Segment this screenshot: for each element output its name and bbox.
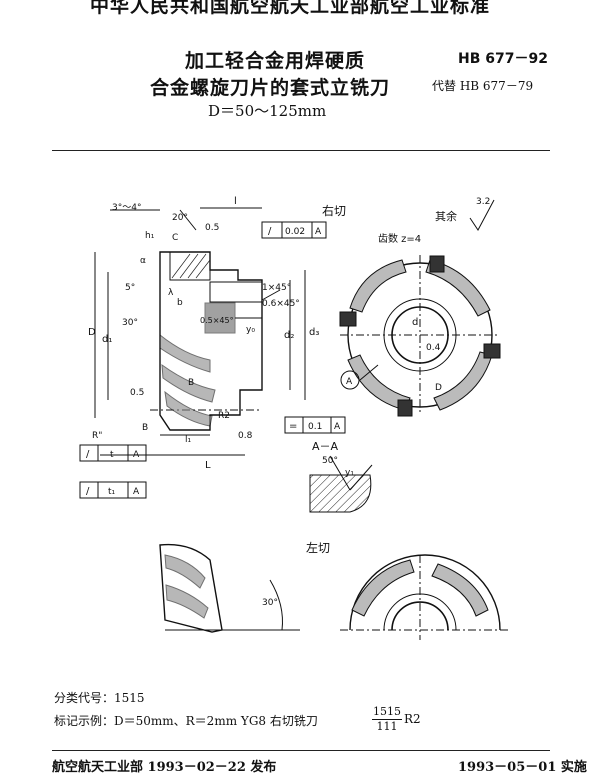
dim-08-label: 0.8 [238, 431, 253, 441]
dim-05b-label: 0.5 [130, 388, 144, 398]
angle-0: 3°～4° [112, 203, 141, 213]
effective-date: 1993－05－01 实施 [458, 760, 587, 775]
dim-d1-label: d₁ [102, 334, 112, 345]
dim-05-label: 0.5 [205, 223, 219, 233]
left-hand-end-view-outer [349, 554, 501, 631]
dim-c-label: C [172, 233, 178, 243]
document-size-range: D＝50～125mm [208, 102, 327, 120]
tol-frame-3-datum [127, 444, 147, 462]
label-roughness-value: 3.2 [476, 197, 490, 207]
dim-B2-label: B [142, 423, 148, 433]
dim-D-label: D [88, 327, 96, 338]
angle-2: 5° [125, 283, 135, 293]
label-roughness-other: 其余 [435, 209, 457, 223]
blade-tip-1 [429, 255, 445, 273]
helical-blade-2 [161, 363, 216, 403]
roughness-symbol [469, 199, 495, 231]
marker-A-label: A [346, 377, 353, 387]
end-view-flute-1 [425, 259, 491, 317]
helical-blade-3 [164, 390, 213, 427]
dim-B1-label: B [188, 378, 194, 388]
tol3-sym: / [86, 449, 90, 460]
angle-7: 50° [322, 456, 338, 466]
tol4-sym: / [86, 486, 90, 497]
standard-code: HB 677－92 [458, 51, 548, 67]
dim-D-arrow-label: D [435, 383, 442, 393]
brazed-blade-top [169, 251, 211, 281]
footer-rule [52, 750, 550, 751]
marking-fraction: 1515 111 [372, 705, 402, 734]
marking-example: 标记示例：D＝50mm、R＝2mm YG8 右切铣刀 [54, 714, 318, 728]
label-left-hand: 左切 [306, 540, 330, 555]
dim-d3-label: d₃ [309, 327, 319, 338]
bore-upper [209, 281, 263, 303]
dim-04-label: 0.4 [426, 343, 441, 353]
dim-y1-label: y₁ [345, 468, 354, 478]
dim-R2-label: R2 [218, 411, 230, 421]
label-section-aa: A－A [312, 440, 339, 453]
dim-L-label: L [205, 460, 211, 471]
tol3-datum: A [133, 450, 140, 460]
dim-l1-label: l₁ [185, 435, 192, 445]
end-view-flute-4 [349, 259, 407, 313]
cutter-body-outline [159, 251, 263, 431]
dim-d-label: d [412, 317, 418, 328]
dim-alpha-label: α [140, 256, 146, 266]
tol1-sym: / [268, 226, 272, 237]
fraction-suffix: R2 [404, 712, 421, 726]
document-title-line2: 合金螺旋刀片的套式立铣刀 [150, 77, 391, 99]
angle-8: 30° [262, 598, 278, 608]
tol2-val: 0.1 [308, 422, 322, 432]
angle-3: 30° [122, 318, 138, 328]
tol-frame-1-symbol [261, 221, 283, 239]
blade-tip-4 [339, 311, 357, 327]
dim-lambda-label: λ [168, 288, 174, 298]
end-view-flute-3 [347, 354, 411, 411]
tol2-datum: A [334, 422, 341, 432]
angle-4: 1×45° [262, 283, 291, 293]
tol4-datum: A [133, 487, 140, 497]
end-view-flute-2 [433, 351, 493, 411]
issuing-organization: 中华人民共和国航空航天工业部航空工业标准 [90, 0, 491, 17]
tol-frame-1-datum [311, 221, 327, 239]
dim-y0-label: y₀ [246, 325, 255, 335]
tol-frame-2-datum [330, 416, 346, 434]
tol1-datum: A [315, 227, 322, 237]
angle-5: 0.6×45° [262, 299, 300, 309]
fraction-bottom: 111 [376, 720, 398, 733]
tol4-val: t₁ [108, 487, 116, 497]
issue-date: 航空航天工业部 1993－02－22 发布 [52, 760, 277, 775]
dim-h1-label: h₁ [145, 231, 155, 241]
technical-drawing: 右切 左切 齿数 z=4 其余 3.2 A－A 3°～4° 20° 5° 30°… [79, 196, 510, 640]
angle-6: 0.5×45° [200, 316, 234, 325]
dim-R-label: R" [92, 431, 102, 441]
blade-tip-2 [483, 343, 501, 359]
helical-blade-1 [159, 333, 211, 373]
angle-1: 20° [172, 213, 188, 223]
tol2-sym: = [289, 421, 297, 432]
document-title-line1: 加工轻合金用焊硬质 [185, 50, 366, 72]
section-aa-profile [309, 474, 372, 513]
dim-b-label: b [177, 298, 183, 308]
standard-replaces: 代替 HB 677－79 [432, 79, 534, 93]
left-hand-side-view [159, 543, 223, 633]
tol1-val: 0.02 [285, 227, 305, 237]
tol-frame-4-datum [127, 481, 147, 499]
header-rule [52, 150, 550, 151]
section-marker-A [340, 370, 360, 390]
label-right-hand: 右切 [322, 203, 346, 218]
classification-code: 分类代号：1515 [54, 691, 145, 705]
blade-tip-3 [397, 399, 413, 417]
dim-l-label: l [234, 196, 237, 207]
fraction-top: 1515 [372, 705, 402, 720]
tol3-val: t [110, 450, 114, 460]
left-hand-angle-arc [269, 579, 283, 631]
dim-d2-label: d₂ [284, 330, 294, 341]
label-teeth: 齿数 z=4 [378, 232, 421, 245]
